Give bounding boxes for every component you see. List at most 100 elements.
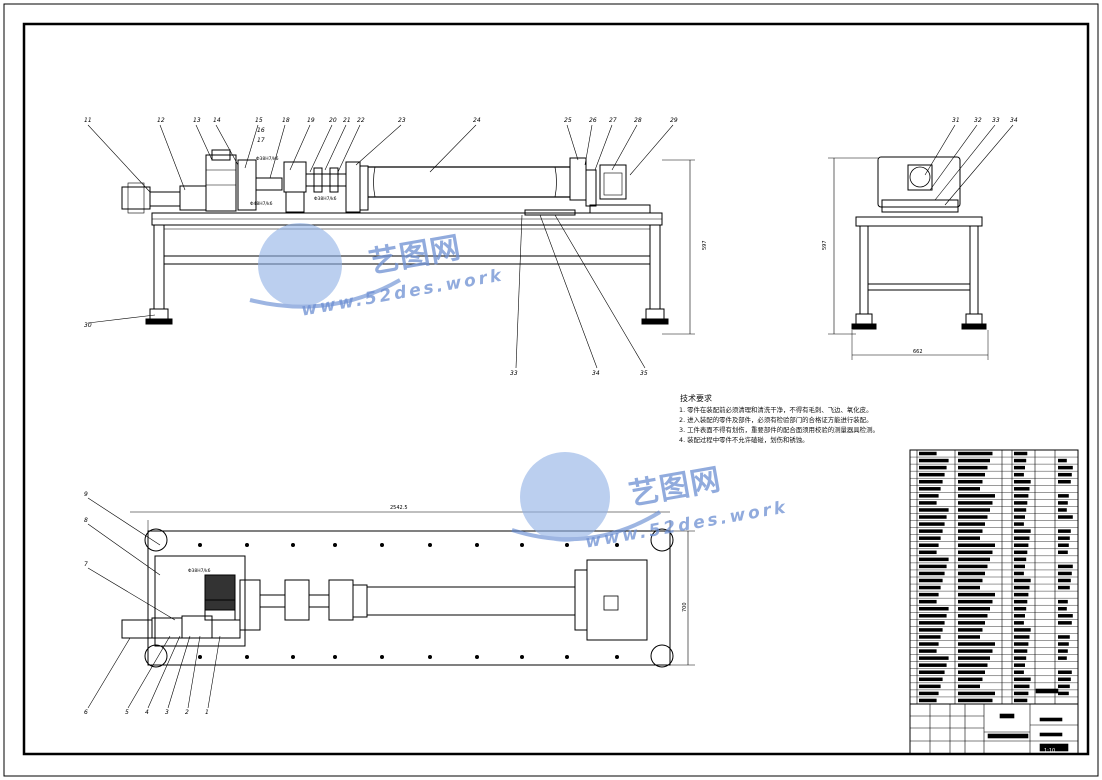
inner-frame	[22, 22, 1090, 756]
dimensions: 597 597 662 2542.5 700	[390, 240, 923, 612]
parts-list-cell-mark	[958, 606, 990, 611]
callout-12: 12	[157, 117, 165, 124]
parts-list-cell-mark	[1058, 571, 1072, 576]
callout-18: 18	[282, 117, 290, 124]
callout-26: 26	[589, 117, 597, 124]
callout-30: 30	[84, 322, 92, 329]
fit-label-1: Φ38H7/k6	[256, 156, 279, 162]
parts-list-cell-mark	[1014, 564, 1025, 569]
parts-list-cell-mark	[919, 571, 945, 576]
parts-list-cell-mark	[1014, 698, 1028, 703]
parts-list-cell-mark	[1014, 578, 1031, 583]
parts-list-cell-mark	[958, 543, 995, 547]
front-height-dim: 597	[702, 240, 708, 250]
parts-list-cell-mark	[1014, 479, 1031, 484]
parts-list-cell-mark	[958, 635, 980, 639]
parts-list-cell-mark	[1058, 458, 1067, 463]
parts-list-cell-mark	[919, 684, 941, 689]
parts-list-cell-mark	[1058, 606, 1067, 611]
parts-list-cell-mark	[919, 479, 943, 484]
parts-list-cell-mark	[1058, 472, 1072, 477]
parts-list-cell-mark	[919, 487, 941, 491]
callout-4: 4	[145, 709, 149, 716]
parts-list-cell-mark	[1058, 585, 1070, 590]
parts-list-cell-mark	[919, 550, 937, 555]
front-view-callouts: 11 12 13 14 15 16 17 18 19 20 21 22 23 2…	[84, 117, 678, 377]
parts-list-cell-mark	[1058, 649, 1068, 653]
parts-list-cell-mark	[958, 578, 983, 583]
parts-list-cell-mark	[919, 599, 937, 604]
parts-list-cell-mark	[1014, 550, 1028, 555]
callout-7: 7	[84, 561, 88, 568]
parts-list-cell-mark	[958, 592, 995, 597]
parts-list-cell-mark	[1014, 529, 1031, 533]
parts-list-cell-mark	[1014, 656, 1027, 660]
parts-list-cell-mark	[919, 677, 943, 682]
top-view	[121, 511, 695, 668]
top-view-leaders	[87, 497, 221, 709]
callout-22: 22	[357, 117, 365, 124]
parts-list-cell-mark	[1014, 543, 1029, 547]
front-view-leaders	[87, 124, 674, 369]
parts-list-cell-mark	[1058, 501, 1068, 505]
parts-list-cell-mark	[1014, 536, 1030, 540]
parts-list-cell-mark	[958, 670, 985, 674]
parts-list-cell-mark	[958, 508, 990, 512]
parts-list-cell-mark	[1014, 515, 1025, 519]
callout-35-front: 35	[640, 370, 648, 377]
parts-list-cell-mark	[1014, 670, 1024, 674]
callout-24: 24	[473, 117, 481, 124]
parts-list-cell-mark	[958, 599, 993, 604]
parts-list-cell-mark	[919, 529, 943, 533]
parts-list-cell-mark	[1014, 458, 1027, 463]
parts-list-cell-mark	[958, 649, 993, 653]
parts-list-cell-mark	[1058, 670, 1072, 674]
parts-list-cell-mark	[958, 487, 980, 491]
parts-list-cell-mark	[1014, 614, 1025, 618]
parts-list-cell-mark	[1058, 479, 1071, 484]
parts-list-cell-mark	[958, 494, 995, 498]
parts-list-cell-mark	[919, 642, 939, 646]
callout-25: 25	[564, 117, 572, 124]
parts-list-cell-mark	[958, 550, 993, 555]
parts-list-cell-mark	[1014, 628, 1031, 632]
parts-list-cell-mark	[1058, 543, 1069, 547]
parts-list-cell-mark	[919, 458, 949, 463]
callout-34-front: 34	[592, 370, 600, 377]
parts-list-cell-mark	[919, 536, 941, 540]
parts-list-cell-mark	[919, 649, 937, 653]
parts-list-cell-mark	[919, 585, 941, 590]
fit-label-top: Φ38H7/k6	[188, 568, 211, 574]
top-view-holes	[198, 543, 619, 659]
parts-list-cell-mark	[958, 571, 985, 576]
scale-label: 1:10	[1044, 748, 1055, 754]
parts-list-rows	[910, 451, 1078, 703]
parts-list-cell-mark	[958, 585, 980, 590]
parts-list-cell-mark	[1058, 529, 1071, 533]
parts-list-cell-mark	[958, 529, 983, 533]
parts-list-cell-mark	[1014, 592, 1029, 597]
parts-list-cell-mark	[1014, 487, 1030, 491]
parts-list-cell-mark	[958, 621, 985, 625]
top-width-dim: 700	[682, 602, 688, 612]
callout-14: 14	[213, 117, 221, 124]
parts-list-cell-mark	[1058, 677, 1071, 682]
parts-list-cell-mark	[1014, 649, 1028, 653]
callout-33-front: 33	[510, 370, 518, 377]
parts-list-cell-mark	[919, 670, 945, 674]
parts-list-cell-mark	[919, 628, 943, 632]
parts-list-cell-mark	[958, 536, 980, 540]
parts-list-cell-mark	[919, 606, 949, 611]
callout-28: 28	[634, 117, 642, 124]
side-view-callouts: 31 32 33 34	[952, 117, 1018, 124]
parts-list-cell-mark	[1014, 557, 1027, 562]
callout-15: 15	[255, 117, 263, 124]
parts-list-cell-mark	[919, 543, 939, 547]
callout-3: 3	[165, 709, 169, 716]
parts-list-cell-mark	[958, 557, 990, 562]
parts-list-cell-mark	[919, 592, 939, 597]
parts-list-cell-mark	[919, 635, 941, 639]
tech-requirement-4: 4. 装配过程中零件不允许磕碰，划伤和锈蚀。	[679, 436, 809, 444]
callout-11: 11	[84, 117, 92, 124]
callout-17: 17	[257, 137, 265, 144]
